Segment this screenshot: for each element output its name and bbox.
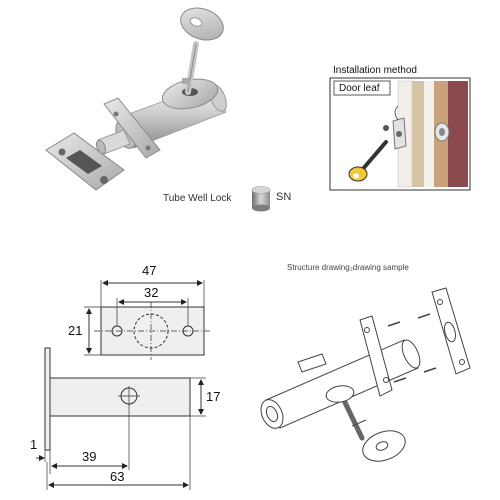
dimension-drawing [36, 280, 210, 490]
product-photo [45, 7, 227, 191]
installation-panel [329, 77, 471, 191]
installation-key-icon [348, 140, 388, 182]
dim-plate-height: 21 [68, 323, 83, 338]
installation-title: Installation method [333, 65, 417, 76]
key-icon [180, 7, 224, 95]
product-caption: Tube Well Lock [163, 193, 232, 204]
dim-hole-offset: 39 [82, 449, 97, 464]
strike-plate [45, 132, 125, 191]
door-leaf-label: Door leaf [339, 83, 380, 94]
structure-key-icon [325, 385, 406, 462]
lock-bolt [95, 129, 131, 155]
structure-drawing-title: Structure drawing₂drawing sample [287, 263, 409, 272]
side-tube [49, 377, 191, 417]
dim-plate-thickness: 1 [30, 437, 38, 452]
finish-swatch-icon [251, 186, 271, 212]
dim-hole-spacing: 32 [144, 285, 159, 300]
finish-code-label: SN [276, 191, 292, 203]
side-plate [44, 347, 51, 451]
structure-drawing [260, 287, 471, 462]
lock-face-plate [103, 97, 161, 159]
dim-tube-height: 17 [206, 389, 221, 404]
dim-plate-length: 47 [142, 263, 157, 278]
dim-total-length: 63 [110, 469, 125, 484]
